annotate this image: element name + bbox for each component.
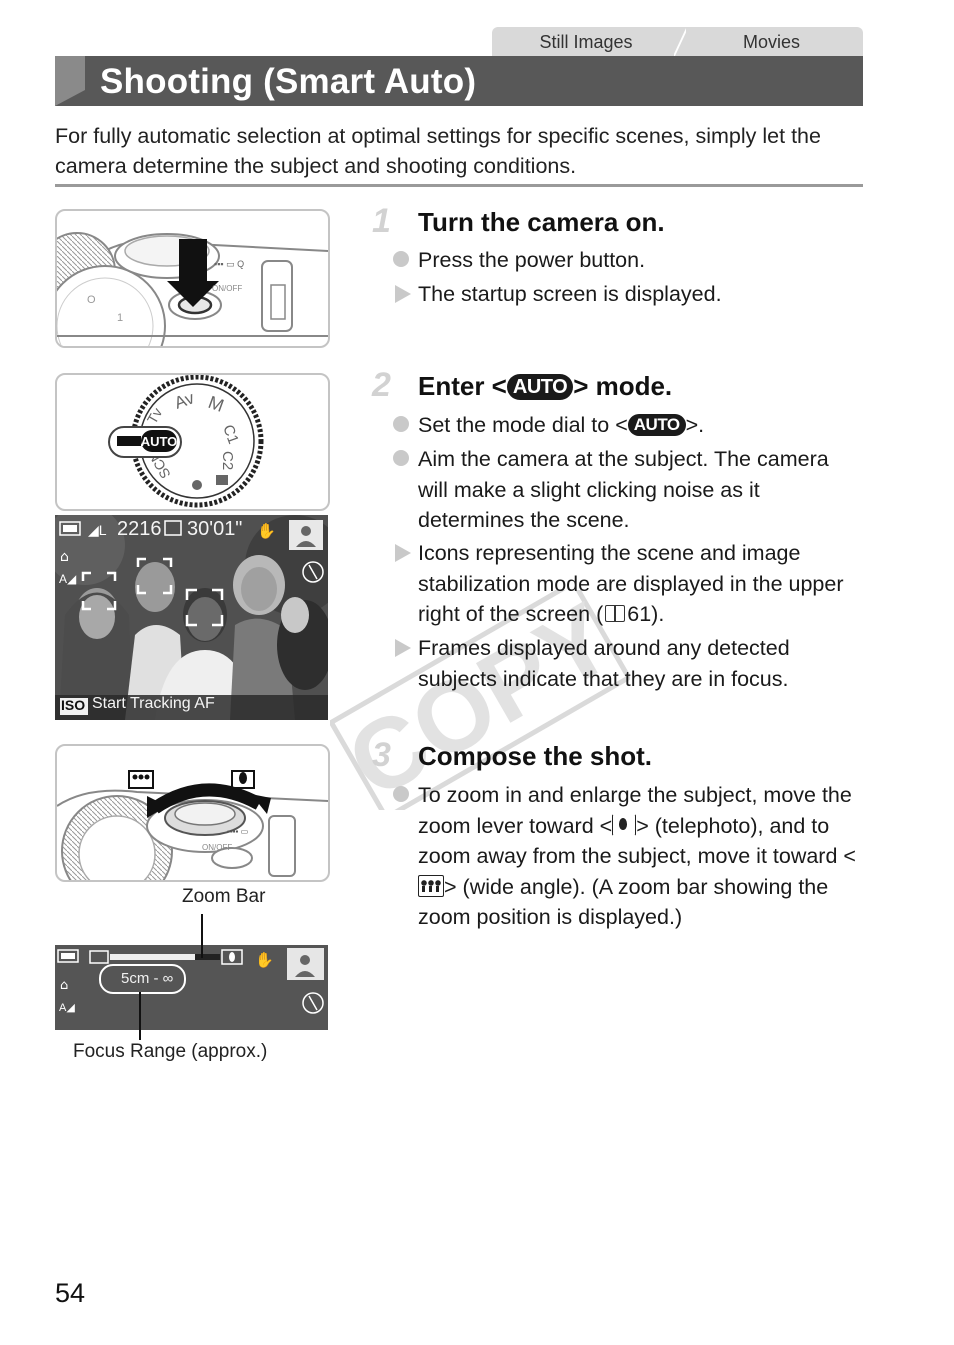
step-1-bullet-2: The startup screen is displayed.	[418, 282, 722, 306]
svg-text:C1: C1	[219, 423, 242, 447]
page-number: 54	[55, 1278, 86, 1308]
wide-angle-icon	[128, 770, 154, 789]
bullet-dot-icon	[393, 786, 409, 802]
step-2-title: Enter <AUTO> mode.	[418, 371, 673, 401]
power-label: ON/OFF	[202, 843, 232, 852]
tab-still-images: Still Images	[492, 27, 680, 56]
page-title: Shooting (Smart Auto)	[100, 62, 477, 101]
figure-mode-dial: Av M C1 C2 Tv SCN AUTO	[55, 373, 330, 511]
screen-zoom-bar: ✋ ⌂ A◢ 5cm - ∞	[55, 945, 328, 1030]
step-3-number: 3	[372, 736, 391, 774]
mode-dial-icon: Av M C1 C2 Tv SCN AUTO	[108, 375, 264, 508]
svg-text:Tv: Tv	[144, 405, 166, 426]
camera-top-illustration: O 1 ▪▪▪ ▭ Q ON/OFF	[57, 232, 328, 346]
step-3-bullet-1: To zoom in and enlarge the subject, move…	[418, 783, 856, 929]
flash-off-icon	[302, 561, 324, 583]
step-3-title: Compose the shot.	[418, 741, 653, 771]
bullet-arrow-icon	[395, 544, 411, 562]
bullet-arrow-icon	[395, 285, 411, 303]
svg-text:A◢: A◢	[59, 572, 77, 586]
title-bar	[55, 56, 863, 106]
title-marker-icon	[55, 56, 85, 106]
telephoto-icon	[612, 813, 637, 836]
battery-icon	[59, 521, 81, 536]
bullet-dot-icon	[393, 450, 409, 466]
focus-range-value: 5cm - ∞	[121, 970, 174, 987]
svg-text:1: 1	[117, 312, 123, 324]
step-2-bullet-4: Frames displayed around any detected sub…	[418, 636, 790, 691]
figure-power-button: O 1 ▪▪▪ ▭ Q ON/OFF	[55, 209, 330, 348]
bullet-dot-icon	[393, 251, 409, 267]
bullet-arrow-icon	[395, 639, 411, 657]
divider	[55, 184, 863, 187]
screen-photo-faces: ◢L ✋ ⌂ A◢ 2216 30'01" ISO Start Tracking…	[55, 515, 328, 720]
zoom-lever-illustration: ▪▪▪▪ ▭ ON/OFF	[57, 770, 328, 880]
step-2-bullet-3: Icons representing the scene and image s…	[418, 541, 844, 626]
step-2-number: 2	[372, 366, 391, 404]
svg-text:M: M	[206, 392, 227, 416]
svg-text:▪▪▪▪ ▭: ▪▪▪▪ ▭	[227, 827, 248, 836]
hand-shake-icon: ✋	[257, 522, 276, 540]
focus-range-caption: Focus Range (approx.)	[73, 1041, 268, 1062]
step-1-title: Turn the camera on.	[418, 207, 665, 237]
movie-time: 30'01"	[187, 518, 243, 540]
wide-angle-icon	[418, 874, 444, 897]
svg-text:⌂: ⌂	[60, 549, 69, 565]
intro-text: For fully automatic selection at optimal…	[55, 124, 821, 178]
auto-mode-icon: AUTO	[627, 414, 686, 436]
step-1-bullet-1: Press the power button.	[418, 248, 646, 272]
svg-text:▪▪▪ ▭ Q: ▪▪▪ ▭ Q	[214, 259, 244, 269]
svg-text:C2: C2	[219, 451, 236, 470]
figure-zoom-lever: ▪▪▪▪ ▭ ON/OFF	[55, 744, 330, 882]
mode-dial-auto-label: AUTO	[141, 434, 178, 449]
start-tracking-af-label: Start Tracking AF	[92, 695, 215, 712]
step-2-bullet-2: Aim the camera at the subject. The camer…	[418, 447, 829, 532]
step-1-number: 1	[372, 202, 391, 240]
svg-text:✋: ✋	[255, 951, 274, 969]
svg-text:◢L: ◢L	[88, 522, 107, 538]
tab-movies: Movies	[674, 27, 863, 56]
zoom-bar-caption: Zoom Bar	[182, 886, 266, 907]
book-reference-icon	[605, 605, 626, 622]
svg-text:ON/OFF: ON/OFF	[212, 284, 242, 293]
svg-text:O: O	[87, 294, 96, 306]
step-2-bullet-1: Set the mode dial to <AUTO>.	[418, 413, 705, 437]
shots-remaining: 2216	[117, 518, 162, 540]
svg-text:A◢: A◢	[59, 1002, 75, 1014]
bullet-dot-icon	[393, 416, 409, 432]
svg-text:⌂: ⌂	[60, 978, 68, 993]
auto-mode-icon: AUTO	[506, 374, 574, 400]
telephoto-icon	[231, 770, 255, 789]
iso-label: ISO	[61, 697, 86, 713]
